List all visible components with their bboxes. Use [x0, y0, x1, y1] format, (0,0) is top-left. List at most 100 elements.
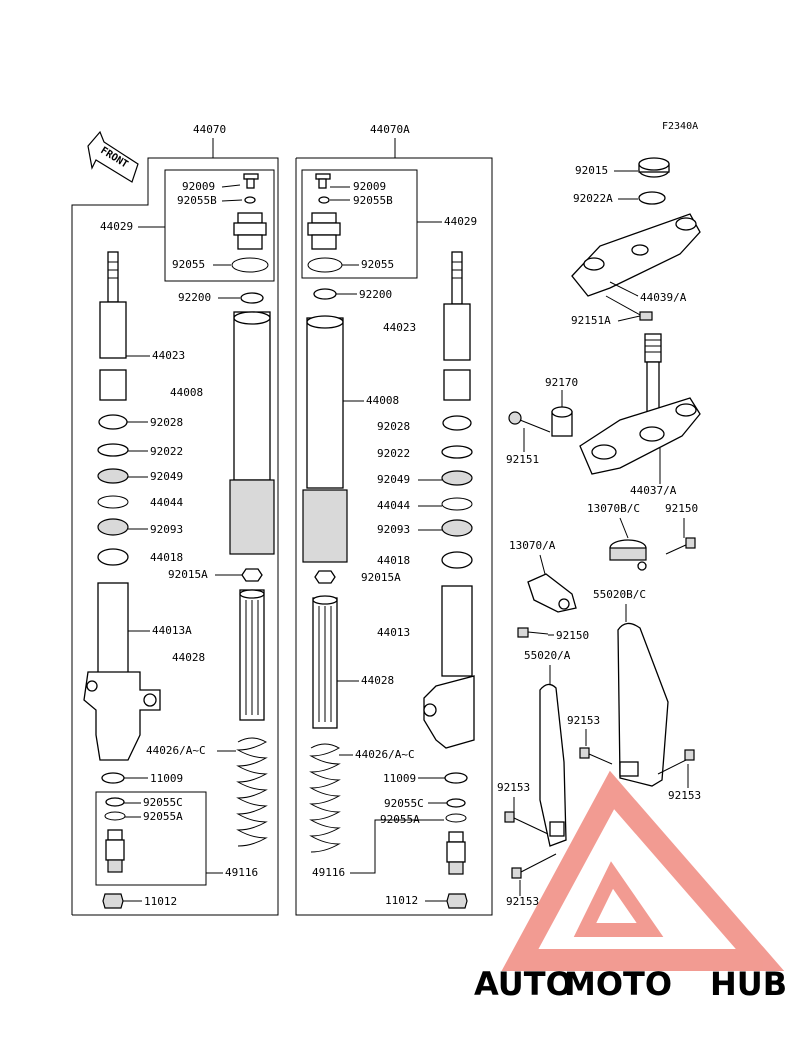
right-label-11009: 11009 — [383, 772, 416, 785]
left-bolt-92009-icon — [243, 173, 259, 189]
left-label-44044: 44044 — [150, 496, 183, 509]
watermark-hub: HUB — [710, 965, 787, 1003]
right-oring-92055C-icon — [446, 798, 466, 808]
left-washer-11009-icon — [101, 772, 125, 784]
right-label-44018: 44018 — [377, 554, 410, 567]
right-label-44013: 44013 — [377, 626, 410, 639]
automotohub-watermark: AUTO MOTO HUB — [474, 770, 787, 1003]
watermark-logo-icon — [501, 770, 785, 971]
right-seal-92093-icon — [441, 519, 473, 537]
label-92150a: 92150 — [665, 502, 698, 515]
label-13070: 13070/A — [509, 539, 556, 552]
label-92151: 92151 — [506, 453, 539, 466]
left-clip-44044-icon — [97, 495, 129, 509]
left-inner-tube-44013A-icon — [83, 582, 161, 761]
right-label-49116: 49116 — [312, 866, 345, 879]
right-seal-92049-icon — [441, 470, 473, 486]
clamp-13070B-icon — [609, 539, 647, 571]
left-spacer-icon — [99, 369, 127, 401]
left-fork-cap-icon — [233, 212, 267, 250]
right-oring-92055-icon — [307, 257, 343, 273]
right-bush-44018-icon — [441, 551, 473, 569]
left-oring-92055B-icon — [244, 196, 256, 204]
steering-nut-92015-icon — [638, 157, 670, 178]
bolt-92153d-icon — [511, 853, 557, 879]
label-92153d: 92153 — [506, 895, 539, 908]
clamp-92170-icon — [551, 406, 573, 437]
left-outer-tube-44008-icon — [229, 311, 275, 555]
right-label-92009: 92009 — [353, 180, 386, 193]
bolt-92153b-icon — [657, 749, 695, 775]
right-label-44008: 44008 — [366, 394, 399, 407]
right-label-92200: 92200 — [359, 288, 392, 301]
left-label-44028: 44028 — [172, 651, 205, 664]
bolt-92150b-icon — [517, 627, 549, 638]
left-washer-92200-icon — [240, 292, 264, 304]
bolt-92153a-icon — [579, 747, 613, 765]
left-label-92055B: 92055B — [177, 194, 217, 207]
left-bush-44018-icon — [97, 548, 129, 566]
bolt-92150a-icon — [665, 537, 696, 555]
left-label-49116: 49116 — [225, 866, 258, 879]
label-92153c: 92153 — [497, 781, 530, 794]
right-oring-92055B-icon — [318, 196, 330, 204]
right-cartridge-44028-icon — [312, 595, 338, 729]
left-nut-92015A-icon — [241, 568, 263, 582]
figure-code: F2340A — [662, 121, 698, 132]
label-44037: 44037/A — [630, 484, 677, 497]
left-damper-rod-44023-icon — [99, 251, 127, 359]
left-label-92093: 92093 — [150, 523, 183, 536]
right-bolt-11012-icon — [446, 893, 468, 909]
left-label-44026: 44026/A~C — [146, 744, 206, 757]
right-label-92055C: 92055C — [384, 797, 424, 810]
right-fork-assembly: 44070A 44029 92009 92055B 92055 92200 — [295, 123, 493, 916]
label-55020: 55020/A — [524, 649, 571, 662]
right-label-44028: 44028 — [361, 674, 394, 687]
right-label-92022: 92022 — [377, 447, 410, 460]
right-label-44044: 44044 — [377, 499, 410, 512]
bolt-92151-icon — [508, 411, 551, 433]
left-spring-44026-icon — [236, 737, 268, 847]
left-cartridge-44028-icon — [239, 589, 265, 721]
left-label-11012: 11012 — [144, 895, 177, 908]
label-92151A: 92151A — [571, 314, 611, 327]
left-seal-92093-icon — [97, 518, 129, 536]
watermark-moto: MOTO — [564, 965, 672, 1003]
left-label-44023: 44023 — [152, 349, 185, 362]
right-label-44026: 44026/A~C — [355, 748, 415, 761]
right-spring-44026-icon — [309, 743, 341, 853]
right-outer-tube-44008-icon — [302, 315, 348, 563]
left-bolt-11012-icon — [102, 893, 124, 909]
left-label-92200: 92200 — [178, 291, 211, 304]
left-label-44029: 44029 — [100, 220, 133, 233]
lower-bracket-44037-icon — [579, 397, 701, 475]
right-label-92055A: 92055A — [380, 813, 420, 826]
label-92015: 92015 — [575, 164, 608, 177]
left-label-92028: 92028 — [150, 416, 183, 429]
right-label-92015A: 92015A — [361, 571, 401, 584]
right-ring-92028-icon — [442, 415, 472, 431]
label-92153b: 92153 — [668, 789, 701, 802]
right-washer-11009-icon — [444, 772, 468, 784]
left-oring-92055-icon — [231, 257, 269, 273]
label-92022A: 92022A — [573, 192, 613, 205]
left-label-92009: 92009 — [182, 180, 215, 193]
right-washer-92200-icon — [313, 288, 337, 300]
clamp-13070-icon — [527, 573, 577, 613]
right-nut-92015A-icon — [314, 570, 336, 584]
right-label-44029: 44029 — [444, 215, 477, 228]
left-fork-assembly: 44070 44029 92009 92055B 92055 92200 — [71, 123, 279, 916]
label-92170: 92170 — [545, 376, 578, 389]
left-label-92055: 92055 — [172, 258, 205, 271]
left-label-92015A: 92015A — [168, 568, 208, 581]
upper-bracket-44039-icon — [571, 213, 701, 297]
right-valve-49116-icon — [446, 831, 466, 875]
right-fork-cap-icon — [307, 212, 341, 250]
left-label-44013A: 44013A — [152, 624, 192, 637]
left-oring-92055A-icon — [104, 811, 126, 821]
left-label-92022: 92022 — [150, 445, 183, 458]
label-92153a: 92153 — [567, 714, 600, 727]
label-55020B: 55020B/C — [593, 588, 646, 601]
bolt-92153c-icon — [504, 811, 549, 835]
left-washer-92022-icon — [97, 443, 129, 457]
